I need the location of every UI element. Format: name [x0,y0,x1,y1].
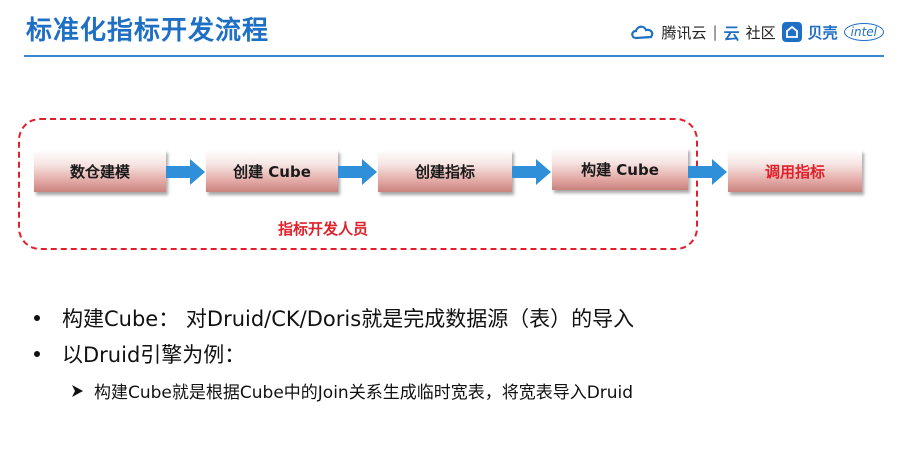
community-label: 社区 [745,23,776,42]
step-label: 数仓建模 [69,162,130,181]
title-divider [24,55,884,57]
group-label: 指标开发人员 [278,220,369,238]
step-label: 构建 Cube [581,160,659,179]
sub-list-item: 构建Cube就是根据Cube中的Join关系生成临时宽表，将宽表导入Druid [70,378,633,403]
step-data-modeling: 数仓建模 [34,150,166,192]
page-title: 标准化指标开发流程 [26,16,270,46]
step-create-metric: 创建指标 [378,150,512,192]
arrow-right-icon [688,159,727,185]
cloud-community-icon: 云 [723,24,740,43]
developer-group-frame [18,118,698,250]
step-label: 创建 Cube [233,162,311,181]
bullet-list: 构建Cube： 对Druid/CK/Doris就是完成数据源（表）的导入 以Dr… [34,300,634,372]
bullet-text: 构建Cube： 对Druid/CK/Doris就是完成数据源（表）的导入 [62,307,635,331]
tencent-cloud-label: 腾讯云 [661,23,707,42]
beike-icon [781,22,802,42]
sub-bullet-text: 构建Cube就是根据Cube中的Join关系生成临时宽表，将宽表导入Druid [94,383,634,403]
logo-separator: | [712,23,718,41]
bullet-dot-icon [34,315,40,321]
bullet-text: 以Druid引擎为例： [62,343,246,367]
step-label: 创建指标 [414,162,475,181]
tencent-cloud-icon [630,25,653,40]
step-label: 调用指标 [764,162,825,181]
step-create-cube: 创建 Cube [206,150,338,192]
list-item: 构建Cube： 对Druid/CK/Doris就是完成数据源（表）的导入 [34,300,634,336]
arrowhead-bullet-icon [72,384,83,397]
bullet-dot-icon [34,351,40,357]
intel-logo: intel [843,23,884,41]
step-call-metric: 调用指标 [728,150,862,192]
step-build-cube: 构建 Cube [552,148,688,190]
sponsor-logos: 腾讯云 | 云 社区 贝壳 intel [630,18,884,46]
list-item: 以Druid引擎为例： [34,336,634,372]
beike-label: 贝壳 [807,23,838,42]
arrow-right-icon [512,159,551,185]
arrow-right-icon [338,159,377,185]
arrow-right-icon [166,159,205,185]
